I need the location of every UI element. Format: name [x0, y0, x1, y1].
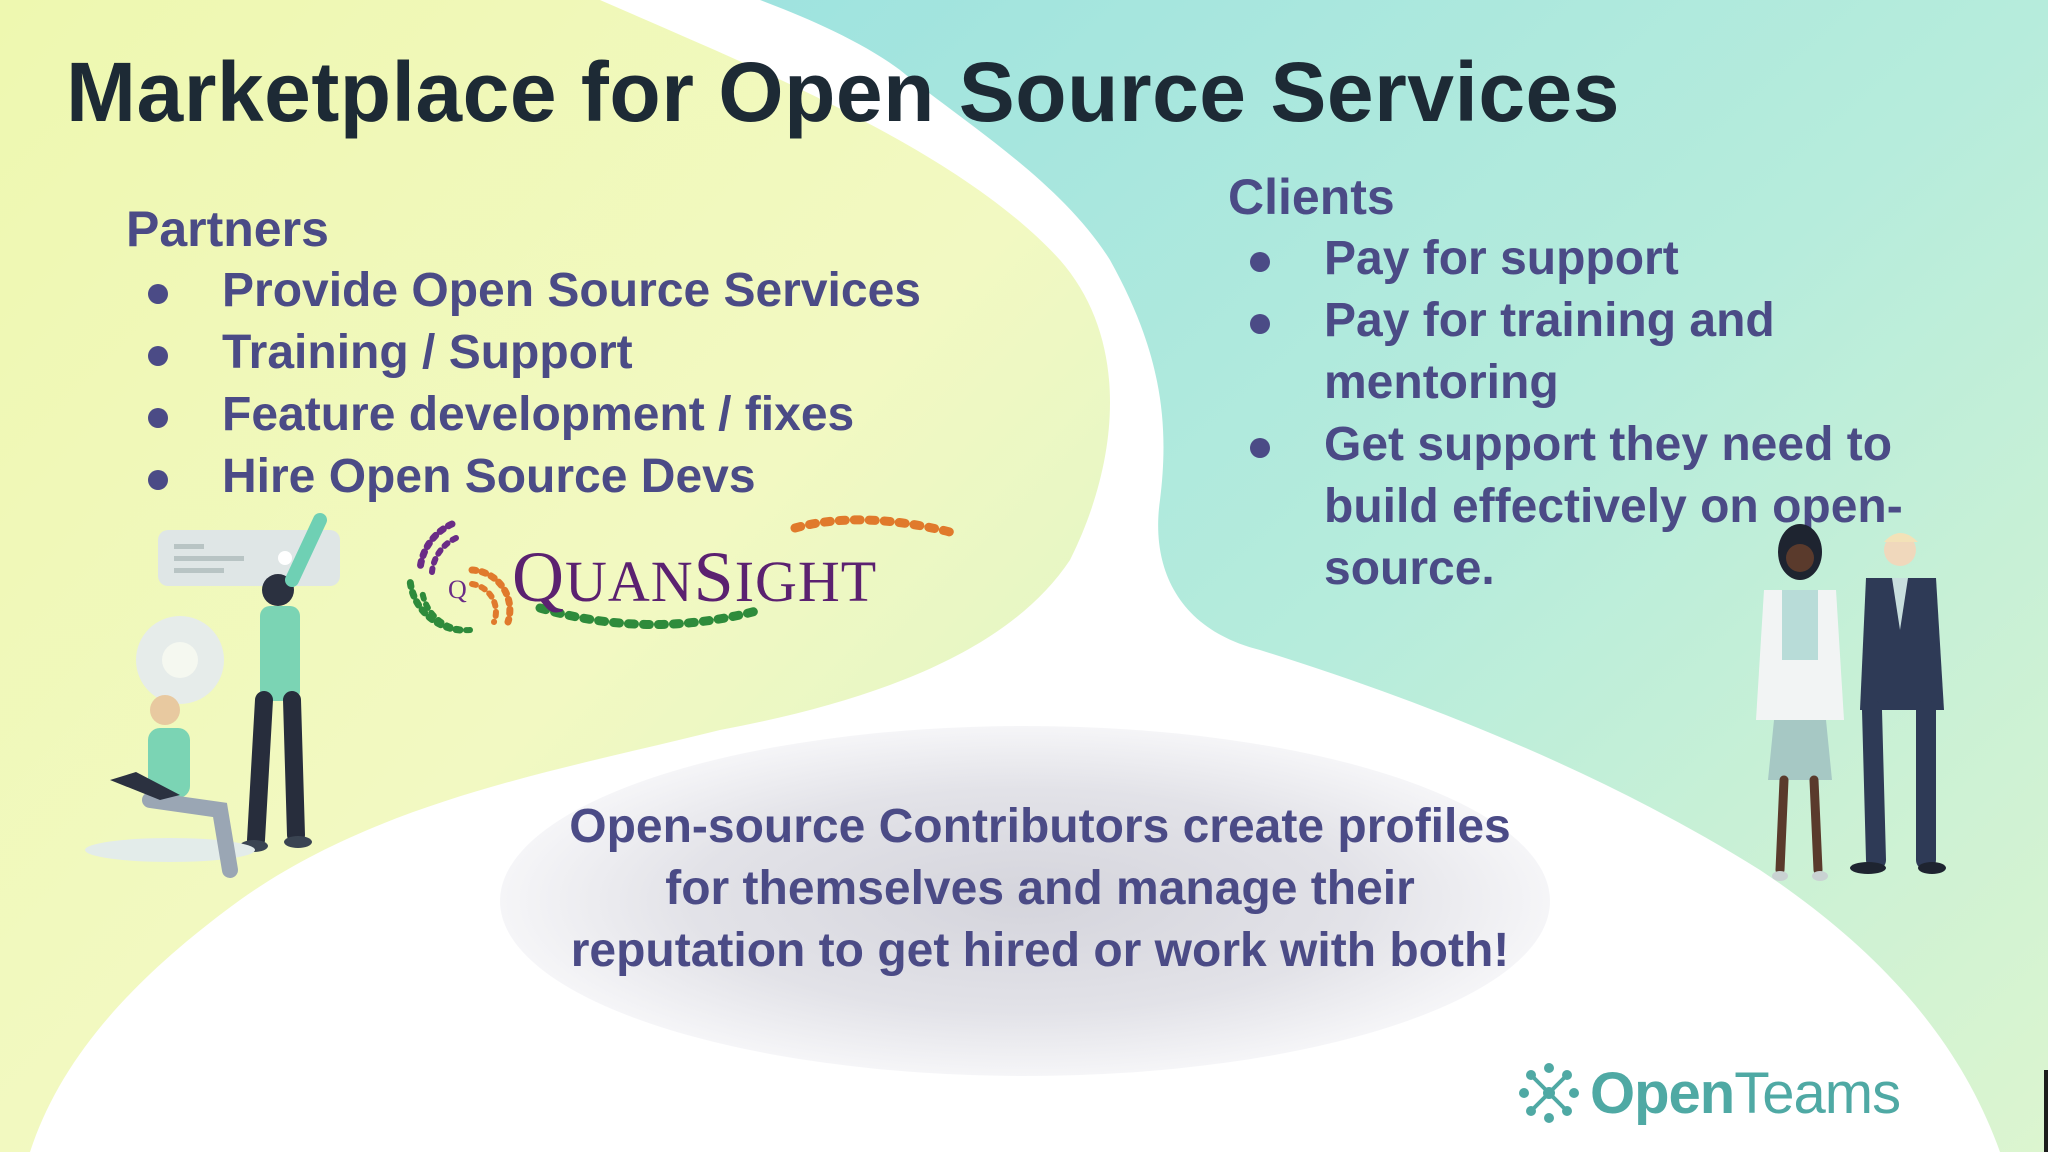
- bullet-icon: [148, 470, 168, 490]
- clients-item-text: Pay for training and mentoring: [1324, 294, 1775, 409]
- partners-item-text: Hire Open Source Devs: [222, 450, 756, 503]
- clients-list-item: Get support they need to build effective…: [1228, 414, 1988, 600]
- clients-heading: Clients: [1228, 169, 1395, 225]
- partners-list: Provide Open Source Services Training / …: [126, 260, 1026, 508]
- bullet-icon: [1250, 438, 1270, 458]
- contributors-text: Open-source Contributors create profiles…: [569, 800, 1511, 977]
- quansight-logo-icon: Q: [406, 515, 955, 634]
- clients-list-item: Pay for training and mentoring: [1228, 290, 1988, 414]
- clients-item-text: Pay for support: [1324, 232, 1679, 285]
- bullet-icon: [148, 346, 168, 366]
- developer-illustration: [85, 513, 340, 878]
- contributors-callout-background: [500, 726, 1550, 1076]
- quansight-word-1-cap: Q: [512, 537, 565, 617]
- clients-item-text: Get support they need to build effective…: [1324, 418, 1903, 595]
- openteams-wordmark: OpenTeams: [1590, 1060, 1901, 1127]
- partners-list-item: Training / Support: [126, 322, 1026, 384]
- clients-illustration: [1756, 524, 1946, 881]
- slide-title: Marketplace for Open Source Services: [66, 45, 1620, 139]
- quansight-wordmark: QUANSIGHT: [512, 536, 877, 619]
- clients-list: Pay for support Pay for training and men…: [1228, 228, 1988, 600]
- partners-item-text: Training / Support: [222, 326, 633, 379]
- bullet-icon: [1250, 314, 1270, 334]
- openteams-word-teams: Teams: [1734, 1060, 1901, 1126]
- bullet-icon: [148, 284, 168, 304]
- partners-list-item: Hire Open Source Devs: [126, 446, 1026, 508]
- quansight-word-2-rest: IGHT: [734, 549, 878, 614]
- partners-heading: Partners: [126, 201, 329, 257]
- quansight-initial: Q: [448, 575, 467, 604]
- quansight-word-2-cap: S: [693, 537, 735, 617]
- openteams-logo-icon: [1519, 1063, 1579, 1123]
- bullet-icon: [1250, 252, 1270, 272]
- quansight-word-1-rest: UAN: [565, 549, 694, 614]
- partners-item-text: Provide Open Source Services: [222, 264, 921, 317]
- bullet-icon: [148, 408, 168, 428]
- openteams-word-open: Open: [1590, 1060, 1735, 1126]
- edge-bar: [2044, 1070, 2048, 1152]
- clients-list-item: Pay for support: [1228, 228, 1988, 290]
- openteams-logo: OpenTeams: [1516, 1058, 1901, 1128]
- partners-list-item: Provide Open Source Services: [126, 260, 1026, 322]
- partners-item-text: Feature development / fixes: [222, 388, 855, 441]
- partners-list-item: Feature development / fixes: [126, 384, 1026, 446]
